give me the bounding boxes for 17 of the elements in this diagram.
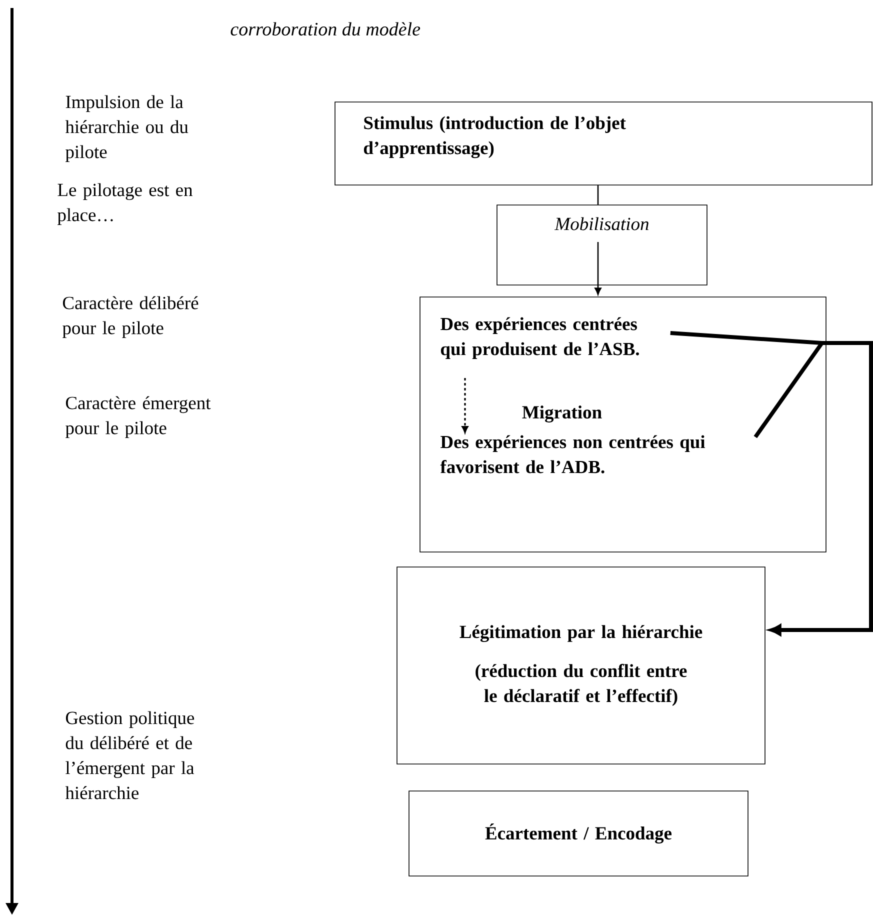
process-box: Stimulus (introduction de l’objet d’apprentissage) [334,102,872,186]
line [670,331,822,345]
side-label: Le pilotage est en place… [58,183,193,225]
process-box [420,296,826,552]
arrow [594,242,602,295]
side-label: Gestion politique du délibéré et de l’émergent par la hiérarchie [65,711,194,800]
side-label: Impulsion de la hiérarchie ou du pilote [65,95,188,162]
box-text: Des expériences non centrées qui favorisent de l’ADB. [440,435,706,474]
title: corroboration du modèle [230,22,420,36]
side-label: Caractère émergent pour le pilote [66,396,211,438]
arrow [462,378,468,433]
box-text: Des expériences centrées qui produisent de l’ASB. [440,317,639,359]
process-box: Mobilisation [496,204,708,286]
process-box: Écartement / Encodage [408,790,748,876]
side-label: Caractère délibéré pour le pilote [62,296,198,338]
process-box: Légitimation par la hiérarchie (réduction du conflit entre le déclaratif et l’effectif) [396,566,766,764]
edge-label: Migration [520,404,604,424]
